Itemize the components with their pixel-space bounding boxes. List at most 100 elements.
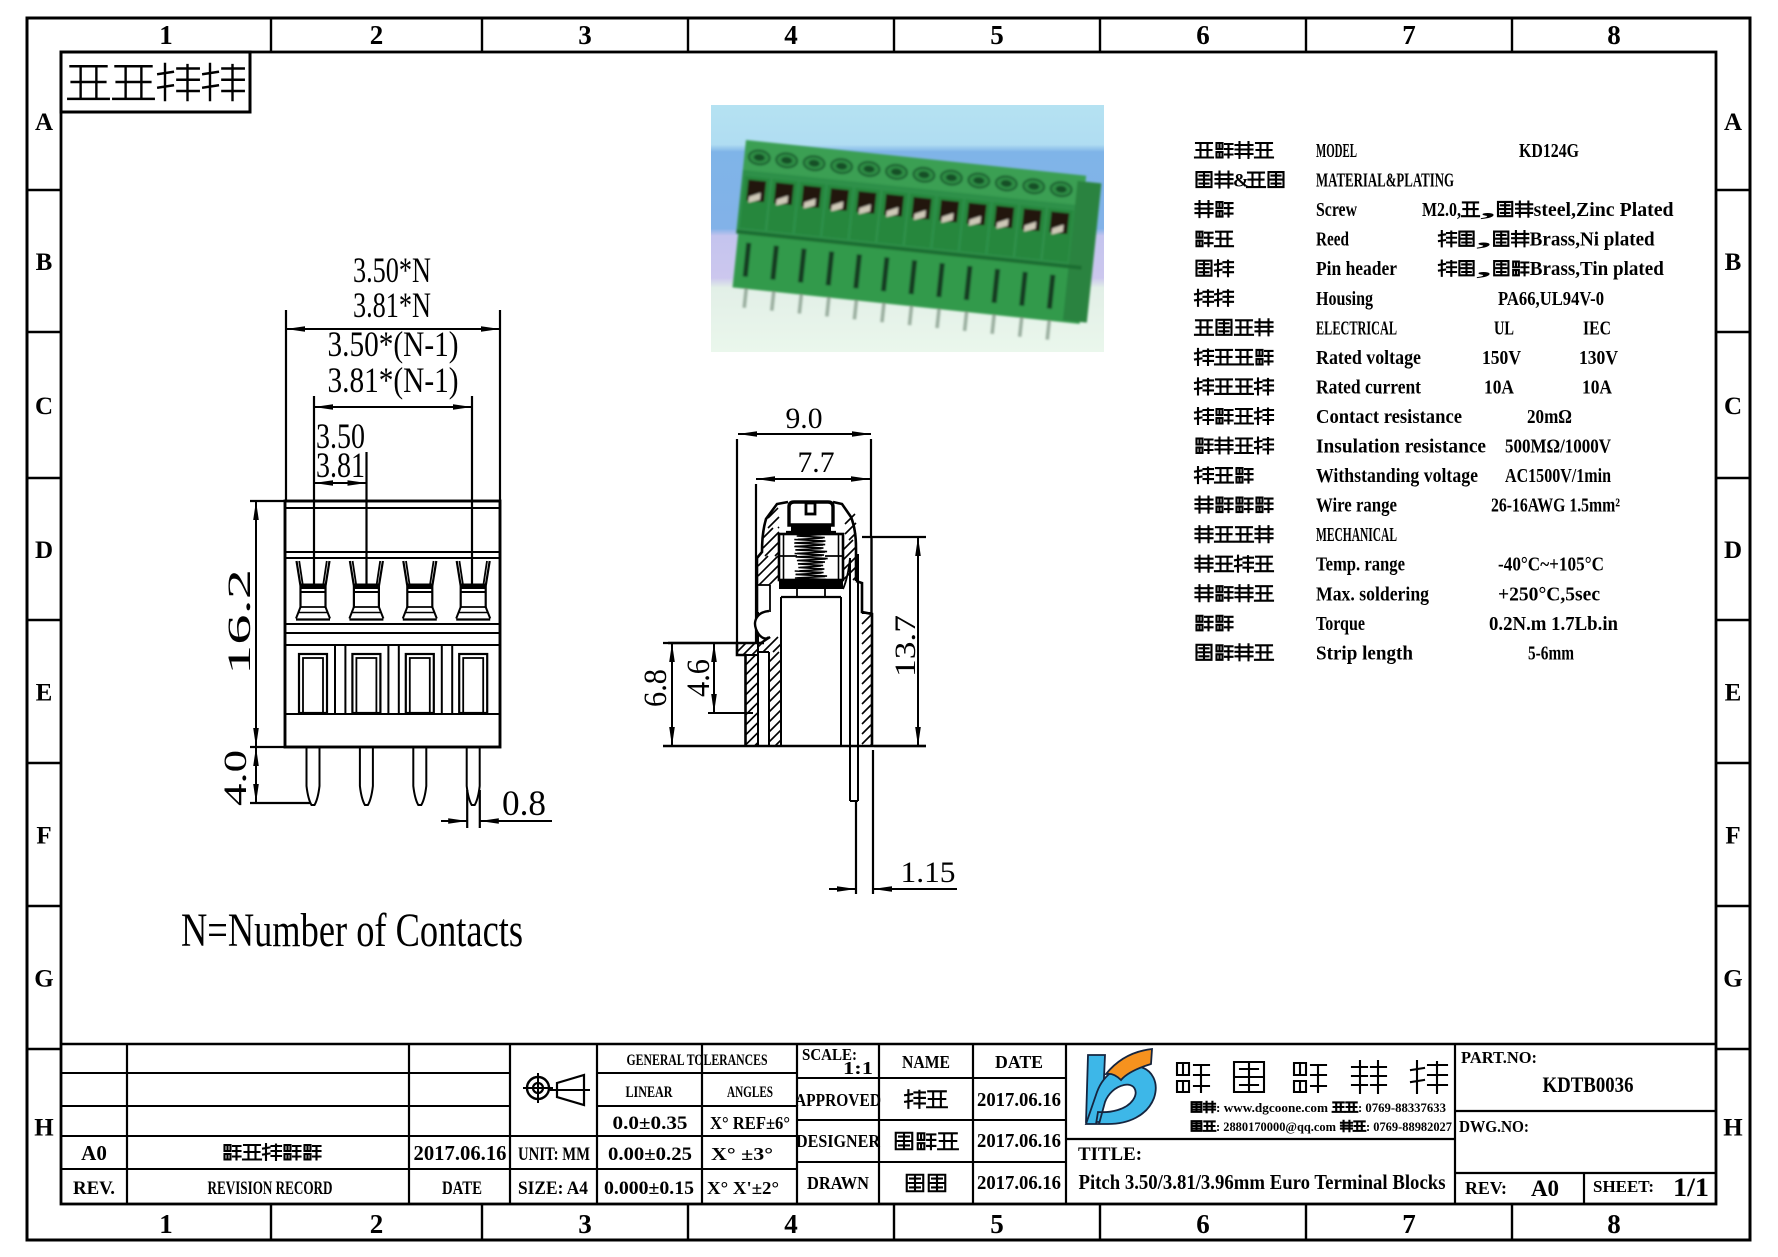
svg-text:REVISION RECORD: REVISION RECORD bbox=[208, 1178, 333, 1199]
svg-text:C: C bbox=[1724, 393, 1742, 420]
svg-text:8: 8 bbox=[1607, 20, 1621, 50]
svg-text:B: B bbox=[1725, 249, 1742, 276]
svg-text:Strip length: Strip length bbox=[1316, 642, 1413, 664]
svg-text:Wire range: Wire range bbox=[1316, 495, 1397, 517]
svg-text:: 0769-88982027: : 0769-88982027 bbox=[1366, 1119, 1452, 1134]
svg-text:: www.dgcoone.com: : www.dgcoone.com bbox=[1216, 1100, 1328, 1115]
svg-text:REV.: REV. bbox=[73, 1178, 115, 1199]
svg-text:UNIT: MM: UNIT: MM bbox=[518, 1144, 590, 1165]
svg-text:2: 2 bbox=[370, 1209, 384, 1239]
svg-text:N=Number of Contacts: N=Number of Contacts bbox=[181, 904, 523, 957]
svg-text:Contact resistance: Contact resistance bbox=[1316, 406, 1462, 428]
svg-text:MECHANICAL: MECHANICAL bbox=[1316, 524, 1397, 546]
svg-text:X° REF±6°: X° REF±6° bbox=[710, 1113, 790, 1133]
svg-text:TITLE:: TITLE: bbox=[1078, 1144, 1142, 1165]
svg-text:,: , bbox=[1476, 229, 1492, 251]
svg-text:PART.NO:: PART.NO: bbox=[1461, 1048, 1537, 1067]
svg-text:DWG.NO:: DWG.NO: bbox=[1459, 1117, 1529, 1136]
svg-text:0.2N.m 1.7Lb.in: 0.2N.m 1.7Lb.in bbox=[1489, 613, 1618, 635]
svg-text:Rated voltage: Rated voltage bbox=[1316, 347, 1421, 369]
svg-text:3.81: 3.81 bbox=[316, 445, 365, 485]
svg-text:Screw: Screw bbox=[1316, 199, 1357, 221]
svg-text:1: 1 bbox=[159, 20, 173, 50]
svg-text:Torque: Torque bbox=[1316, 613, 1365, 635]
svg-text:16.2: 16.2 bbox=[222, 569, 258, 675]
svg-text:SIZE: A4: SIZE: A4 bbox=[518, 1178, 588, 1199]
svg-text:DATE: DATE bbox=[442, 1178, 482, 1199]
svg-text:Housing: Housing bbox=[1316, 288, 1373, 310]
svg-text:ANGLES: ANGLES bbox=[727, 1084, 773, 1101]
svg-text:0.8: 0.8 bbox=[502, 783, 546, 823]
svg-text:Brass,Ni plated: Brass,Ni plated bbox=[1530, 229, 1655, 251]
svg-text:2017.06.16: 2017.06.16 bbox=[414, 1141, 507, 1165]
svg-text:,: , bbox=[1476, 258, 1492, 280]
svg-text:F: F bbox=[36, 823, 51, 850]
svg-text:10A: 10A bbox=[1582, 376, 1612, 398]
svg-text:F: F bbox=[1725, 823, 1740, 850]
svg-text:,: , bbox=[1480, 199, 1496, 221]
svg-text:1: 1 bbox=[159, 1209, 173, 1239]
svg-text:DESIGNER: DESIGNER bbox=[796, 1131, 881, 1151]
svg-text:H: H bbox=[34, 1115, 54, 1142]
svg-text:+250°C,5sec: +250°C,5sec bbox=[1498, 583, 1600, 605]
svg-text:IEC: IEC bbox=[1583, 317, 1611, 339]
svg-text:A: A bbox=[1724, 109, 1742, 136]
svg-text:0.0±0.35: 0.0±0.35 bbox=[613, 1113, 688, 1134]
svg-text:KDTB0036: KDTB0036 bbox=[1543, 1072, 1634, 1097]
svg-text:APPROVED: APPROVED bbox=[795, 1090, 881, 1110]
svg-text:7: 7 bbox=[1402, 1209, 1416, 1239]
svg-text:2017.06.16: 2017.06.16 bbox=[977, 1130, 1061, 1152]
svg-text:Reed: Reed bbox=[1316, 229, 1349, 251]
svg-text:150V: 150V bbox=[1482, 347, 1521, 369]
svg-text:5: 5 bbox=[990, 20, 1004, 50]
svg-text:SHEET:: SHEET: bbox=[1593, 1177, 1654, 1196]
svg-text:: 2880170000@qq.com: : 2880170000@qq.com bbox=[1216, 1119, 1336, 1134]
svg-text:REV:: REV: bbox=[1465, 1178, 1507, 1198]
svg-text:D: D bbox=[35, 537, 53, 564]
svg-text:6: 6 bbox=[1196, 1209, 1210, 1239]
svg-text:G: G bbox=[1723, 966, 1742, 993]
svg-text:DATE: DATE bbox=[995, 1052, 1043, 1072]
svg-text:0.00±0.25: 0.00±0.25 bbox=[608, 1144, 692, 1165]
svg-text:3.50*N: 3.50*N bbox=[353, 250, 431, 290]
svg-text:-40°C~+105°C: -40°C~+105°C bbox=[1498, 554, 1604, 576]
svg-text:20mΩ: 20mΩ bbox=[1527, 406, 1572, 428]
svg-text:E: E bbox=[1725, 680, 1742, 707]
svg-text:13.7: 13.7 bbox=[889, 615, 922, 677]
svg-text:7.7: 7.7 bbox=[798, 446, 835, 479]
svg-text:2017.06.16: 2017.06.16 bbox=[977, 1089, 1061, 1111]
svg-text:6.8: 6.8 bbox=[638, 669, 674, 707]
svg-text:D: D bbox=[1724, 537, 1742, 564]
svg-text:3.50: 3.50 bbox=[316, 416, 365, 456]
svg-text:DRAWN: DRAWN bbox=[807, 1173, 869, 1193]
svg-text:MODEL: MODEL bbox=[1316, 140, 1357, 162]
svg-text:M2.0,: M2.0, bbox=[1422, 199, 1461, 221]
svg-text:X° ±3°: X° ±3° bbox=[711, 1144, 773, 1164]
svg-text:2017.06.16: 2017.06.16 bbox=[977, 1172, 1061, 1194]
svg-text:KD124G: KD124G bbox=[1519, 140, 1579, 162]
svg-text:1/1: 1/1 bbox=[1673, 1173, 1709, 1202]
svg-text:steel,Zinc Plated: steel,Zinc Plated bbox=[1534, 199, 1674, 221]
svg-text:X° X'±2°: X° X'±2° bbox=[707, 1178, 779, 1198]
svg-text:SCALE:: SCALE: bbox=[802, 1045, 857, 1064]
svg-text:4.6: 4.6 bbox=[681, 659, 717, 697]
svg-text:26-16AWG 1.5mm²: 26-16AWG 1.5mm² bbox=[1491, 495, 1620, 517]
svg-text:E: E bbox=[36, 680, 53, 707]
svg-text:AC1500V/1min: AC1500V/1min bbox=[1505, 465, 1611, 487]
svg-text:&: & bbox=[1233, 171, 1249, 192]
svg-text:7: 7 bbox=[1402, 20, 1416, 50]
svg-text:5-6mm: 5-6mm bbox=[1528, 642, 1574, 664]
svg-text:4: 4 bbox=[784, 1209, 798, 1239]
svg-text:PA66,UL94V-0: PA66,UL94V-0 bbox=[1498, 288, 1604, 310]
svg-text:3: 3 bbox=[578, 20, 592, 50]
svg-text:A0: A0 bbox=[81, 1141, 107, 1165]
svg-text:1:1: 1:1 bbox=[843, 1058, 873, 1078]
svg-text:Rated current: Rated current bbox=[1316, 376, 1421, 398]
svg-text:0.000±0.15: 0.000±0.15 bbox=[604, 1178, 694, 1199]
svg-text:10A: 10A bbox=[1484, 376, 1514, 398]
svg-text:G: G bbox=[34, 966, 53, 993]
svg-text:3: 3 bbox=[578, 1209, 592, 1239]
svg-text:3.81*N: 3.81*N bbox=[353, 285, 431, 325]
svg-text:5: 5 bbox=[990, 1209, 1004, 1239]
svg-text:500MΩ/1000V: 500MΩ/1000V bbox=[1505, 436, 1611, 458]
